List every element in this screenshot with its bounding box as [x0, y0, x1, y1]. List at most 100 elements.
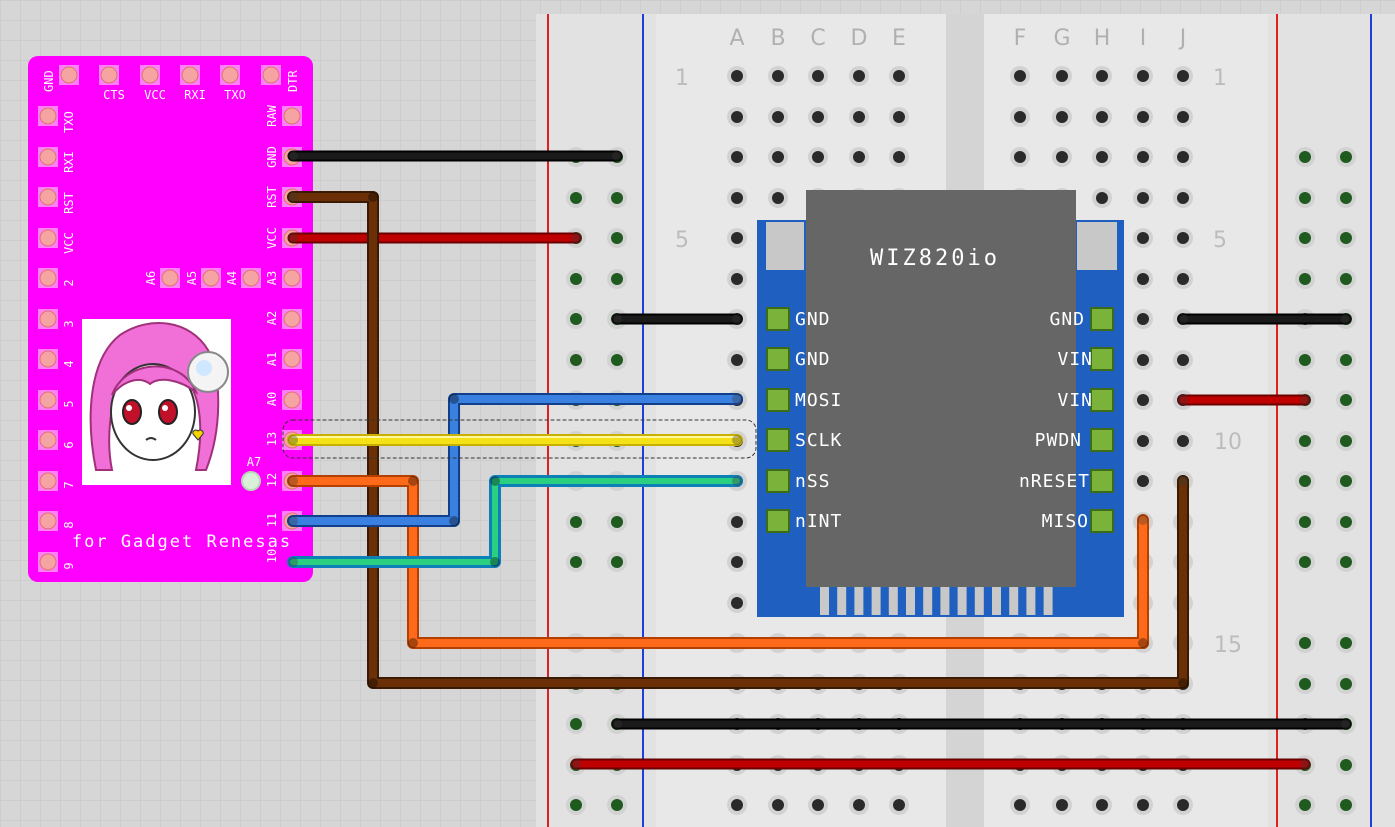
board-pin[interactable] [283, 350, 301, 368]
board-pin[interactable] [39, 512, 57, 530]
wire-endpoint[interactable] [1341, 719, 1351, 729]
board-pin[interactable] [39, 350, 57, 368]
breadboard-hole[interactable] [812, 799, 824, 811]
board-pin[interactable] [39, 269, 57, 287]
wiz820io-module[interactable]: WIZ820io GND GND MOSI SCLK nSS nINT GND … [757, 190, 1124, 617]
board-pin[interactable] [39, 472, 57, 490]
wire-endpoint[interactable] [732, 476, 742, 486]
rail-hole[interactable] [1340, 354, 1352, 366]
breadboard-hole[interactable] [731, 516, 743, 528]
wire-endpoint[interactable] [288, 233, 298, 243]
breadboard-hole[interactable] [853, 70, 865, 82]
breadboard-hole[interactable] [1177, 111, 1189, 123]
rail-hole[interactable] [1299, 354, 1311, 366]
wire-endpoint[interactable] [1138, 515, 1148, 525]
module-pin-gnd[interactable]: GND [1049, 307, 1114, 331]
breadboard-hole[interactable] [1177, 70, 1189, 82]
breadboard-hole[interactable] [1137, 475, 1149, 487]
rail-hole[interactable] [1299, 637, 1311, 649]
module-pin-sclk[interactable]: SCLK [766, 428, 842, 452]
breadboard-hole[interactable] [1177, 151, 1189, 163]
breadboard-hole[interactable] [1137, 313, 1149, 325]
breadboard-hole[interactable] [853, 111, 865, 123]
wire-d13-to-sclk[interactable] [282, 419, 757, 459]
rail-hole[interactable] [570, 556, 582, 568]
breadboard-hole[interactable] [1137, 192, 1149, 204]
rail-hole[interactable] [1340, 394, 1352, 406]
breadboard-hole[interactable] [1177, 354, 1189, 366]
breadboard-hole[interactable] [772, 192, 784, 204]
wire-bendpoint[interactable] [368, 192, 378, 202]
board-pin[interactable] [39, 310, 57, 328]
breadboard-hole[interactable] [853, 799, 865, 811]
rail-hole[interactable] [1340, 637, 1352, 649]
breadboard-hole[interactable] [1137, 435, 1149, 447]
breadboard-hole[interactable] [812, 151, 824, 163]
board-pin[interactable] [39, 229, 57, 247]
breadboard-hole[interactable] [1096, 192, 1108, 204]
wire-bendpoint[interactable] [449, 516, 459, 526]
breadboard-hole[interactable] [731, 111, 743, 123]
wire-rst-to-nreset[interactable] [287, 191, 1189, 689]
wire-bendpoint[interactable] [1178, 678, 1188, 688]
board-pin[interactable] [60, 66, 78, 84]
breadboard-hole[interactable] [731, 354, 743, 366]
rail-hole[interactable] [1340, 556, 1352, 568]
rail-hole[interactable] [1299, 799, 1311, 811]
breadboard-hole[interactable] [1096, 799, 1108, 811]
board-pin[interactable] [262, 66, 280, 84]
rail-hole[interactable] [1340, 759, 1352, 771]
wire-endpoint[interactable] [612, 314, 622, 324]
rail-hole[interactable] [570, 718, 582, 730]
wire-endpoint[interactable] [288, 516, 298, 526]
board-pin[interactable] [39, 148, 57, 166]
wire-endpoint[interactable] [288, 192, 298, 202]
wire-d12-to-miso[interactable] [287, 475, 1149, 649]
breadboard-hole[interactable] [812, 111, 824, 123]
breadboard-hole[interactable] [731, 70, 743, 82]
breadboard-hole[interactable] [772, 799, 784, 811]
rail-hole[interactable] [611, 799, 623, 811]
breadboard-hole[interactable] [1056, 111, 1068, 123]
breadboard-hole[interactable] [1137, 354, 1149, 366]
breadboard-hole[interactable] [1014, 799, 1026, 811]
module-pin-gnd[interactable]: GND [766, 307, 831, 331]
rail-hole[interactable] [570, 313, 582, 325]
wire-endpoint[interactable] [612, 719, 622, 729]
breadboard-hole[interactable] [731, 597, 743, 609]
breadboard-hole[interactable] [893, 799, 905, 811]
wire-endpoint[interactable] [288, 476, 298, 486]
breadboard-hole[interactable] [1137, 799, 1149, 811]
wire-endpoint[interactable] [571, 759, 581, 769]
breadboard-hole[interactable] [1096, 111, 1108, 123]
breadboard-hole[interactable] [731, 799, 743, 811]
rail-hole[interactable] [1299, 151, 1311, 163]
breadboard-hole[interactable] [1096, 151, 1108, 163]
rail-hole[interactable] [1340, 273, 1352, 285]
breadboard-hole[interactable] [853, 151, 865, 163]
wire-bendpoint[interactable] [490, 476, 500, 486]
breadboard-hole[interactable] [893, 151, 905, 163]
rail-hole[interactable] [1340, 151, 1352, 163]
module-pin-mosi[interactable]: MOSI [766, 388, 842, 412]
rail-hole[interactable] [611, 192, 623, 204]
board-pin[interactable] [283, 269, 301, 287]
wire-bendpoint[interactable] [449, 394, 459, 404]
rail-hole[interactable] [611, 273, 623, 285]
rail-hole[interactable] [611, 516, 623, 528]
wire-bendpoint[interactable] [490, 557, 500, 567]
wire-endpoint[interactable] [732, 435, 742, 445]
module-pin-nreset[interactable]: nRESET [1019, 469, 1114, 493]
wire-endpoint[interactable] [1178, 476, 1188, 486]
rail-hole[interactable] [1340, 678, 1352, 690]
wire-endpoint[interactable] [288, 557, 298, 567]
module-pin-vin[interactable]: VIN [1057, 347, 1114, 371]
board-pin[interactable] [39, 553, 57, 571]
wire-bendpoint[interactable] [368, 678, 378, 688]
rail-hole[interactable] [1299, 475, 1311, 487]
breadboard-hole[interactable] [731, 192, 743, 204]
board-pin[interactable] [161, 269, 179, 287]
rail-hole[interactable] [1340, 435, 1352, 447]
board-pin[interactable] [39, 431, 57, 449]
